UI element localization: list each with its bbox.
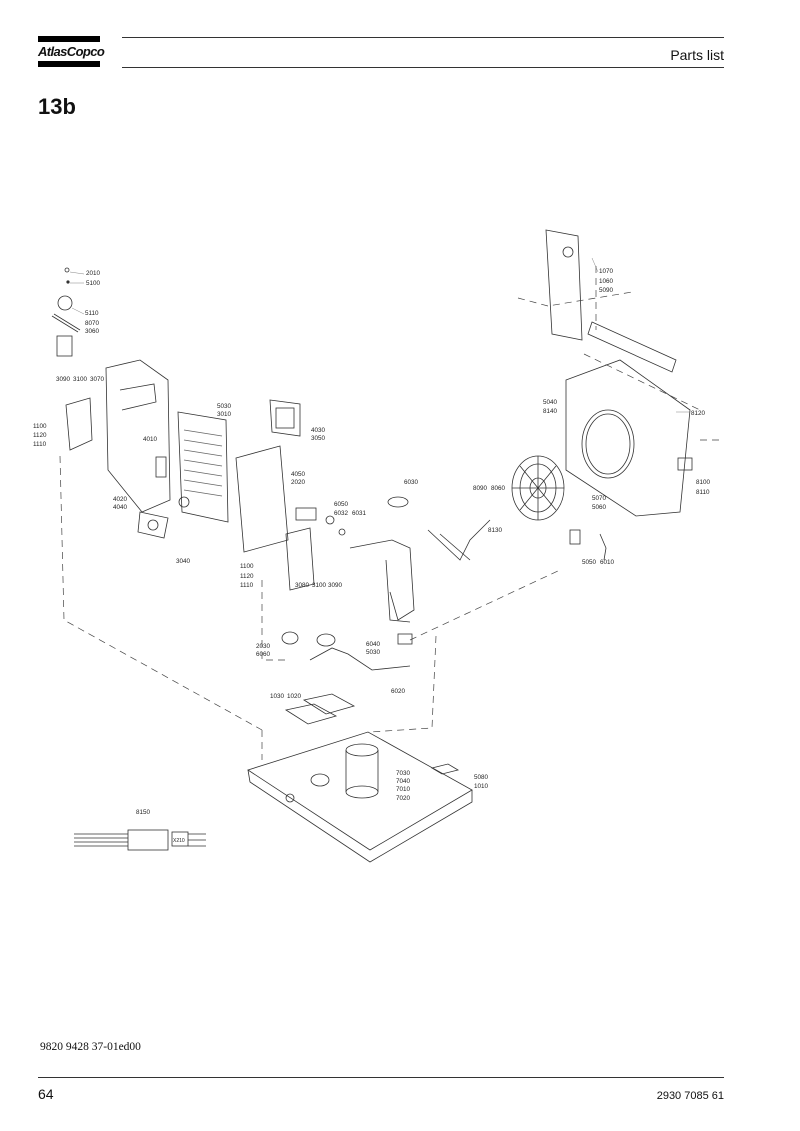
part-label: 7040 <box>396 778 411 785</box>
part-label: 8100 <box>696 479 711 486</box>
part-label: 5090 <box>599 287 614 294</box>
part-label: 5110 <box>85 310 99 317</box>
part-label: 7030 <box>396 770 411 777</box>
part-label: 1110 <box>240 582 254 589</box>
document-reference: 9820 9428 37-01ed00 <box>40 1041 141 1053</box>
part-label: 1100 <box>33 423 47 430</box>
part-label: 6031 <box>352 510 367 517</box>
part-label: 8150 <box>136 809 151 816</box>
part-label: 6010 <box>600 559 615 566</box>
part-label: 3100 <box>73 376 88 383</box>
part-label: 1120 <box>240 573 254 580</box>
part-label: 5030 <box>366 649 381 656</box>
part-label: 4020 <box>113 496 128 503</box>
part-label: 3040 <box>176 558 191 565</box>
part-label: 7010 <box>396 786 411 793</box>
footer-rule <box>38 1077 724 1078</box>
part-label: 4030 <box>311 427 326 434</box>
part-label: 5080 <box>474 774 489 781</box>
part-label: 5060 <box>592 504 607 511</box>
logo-bar-top <box>38 36 100 42</box>
header-rule-top <box>122 37 724 38</box>
part-label: 1010 <box>474 783 489 790</box>
page-title: Parts list <box>670 47 724 63</box>
part-label: 3050 <box>311 435 326 442</box>
part-label: 2030 <box>256 643 271 650</box>
part-label: 6040 <box>366 641 381 648</box>
part-label: 1020 <box>287 693 302 700</box>
part-label: 1030 <box>270 693 285 700</box>
part-label: 6060 <box>256 651 271 658</box>
part-label: 1070 <box>599 268 614 275</box>
part-label: 3010 <box>217 411 232 418</box>
part-label: 2020 <box>291 479 306 486</box>
logo-wordmark: AtlasCopco <box>38 44 105 59</box>
page-number: 64 <box>38 1086 54 1102</box>
part-label: 5070 <box>592 495 607 502</box>
part-label: 8110 <box>696 489 710 496</box>
atlas-copco-logo: AtlasCopco <box>38 36 105 68</box>
part-label: 6032 <box>334 510 349 517</box>
part-label: 3100 <box>312 582 327 589</box>
part-label: 3070 <box>90 376 105 383</box>
part-label: 1100 <box>240 563 254 570</box>
part-label: 1120 <box>33 432 47 439</box>
part-label: 8120 <box>691 410 706 417</box>
document-code: 2930 7085 61 <box>656 1090 724 1102</box>
part-label: 5050 <box>582 559 597 566</box>
part-label: 3080 <box>295 582 310 589</box>
part-label: 2010 <box>86 270 101 277</box>
part-label: 8140 <box>543 408 558 415</box>
part-label: 5030 <box>217 403 232 410</box>
part-label: 3090 <box>56 376 71 383</box>
part-label: 5100 <box>86 280 101 287</box>
part-label: 6050 <box>334 501 349 508</box>
logo-bar-bottom <box>38 61 100 67</box>
part-label: 8090 <box>473 485 488 492</box>
part-label: 4010 <box>143 436 158 443</box>
part-label: 8070 <box>85 320 100 327</box>
part-label: 6030 <box>404 479 419 486</box>
part-label: 6020 <box>391 688 406 695</box>
part-label: 4040 <box>113 504 128 511</box>
part-label: 8060 <box>491 485 506 492</box>
part-labels: 2010 5100 5110 8070 3060 3090 3100 3070 … <box>33 268 711 844</box>
cable-tag: X210 <box>173 838 185 844</box>
part-label: 7020 <box>396 795 411 802</box>
section-number: 13b <box>38 94 76 119</box>
part-label: 3060 <box>85 328 100 335</box>
part-label: 4050 <box>291 471 306 478</box>
part-label: 3090 <box>328 582 343 589</box>
part-label: 1110 <box>33 441 47 448</box>
part-label: 1060 <box>599 278 614 285</box>
header-rule-bottom <box>122 67 724 68</box>
part-label: 8130 <box>488 527 503 534</box>
part-label: 5040 <box>543 399 558 406</box>
